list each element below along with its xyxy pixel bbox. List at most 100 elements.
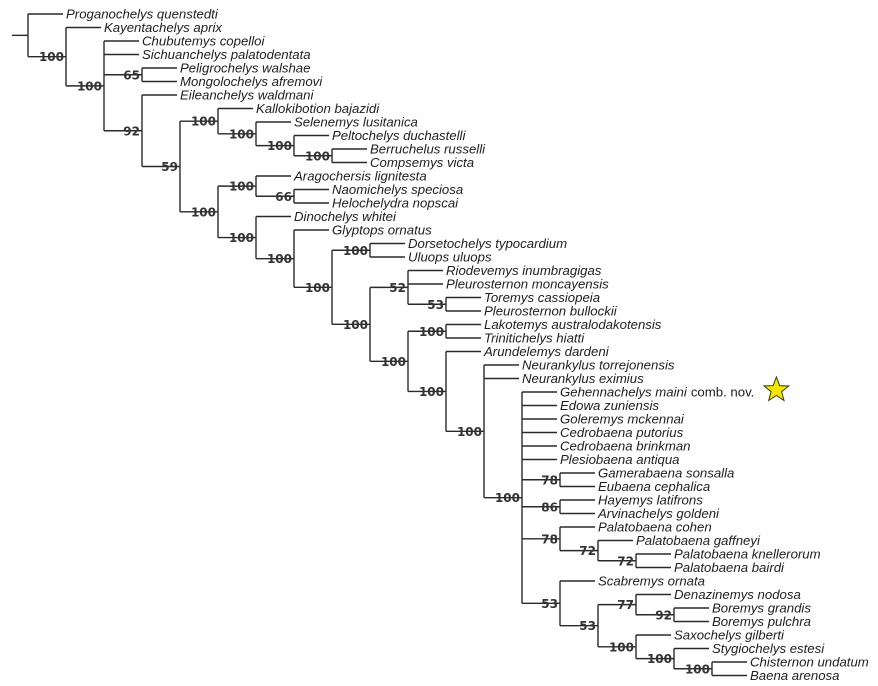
taxon-name: Naomichelys speciosa (332, 182, 463, 197)
support-value: 100 (229, 231, 254, 245)
support-value: 86 (541, 500, 558, 514)
support-value: 100 (229, 180, 254, 194)
taxon-suffix: comb. nov. (691, 385, 755, 400)
taxon-label: Dorsetochelys typocardium (408, 236, 567, 251)
taxon-name: Dinochelys whitei (294, 209, 397, 224)
taxon-label: Kayentachelys aprix (104, 20, 222, 35)
taxon-label: Naomichelys speciosa (332, 182, 463, 197)
taxon-name: Scabremys ornata (598, 574, 705, 589)
taxon-label: Chubutemys copelloi (142, 34, 265, 49)
taxon-label: Neurankylus torrejonensis (522, 358, 675, 373)
support-value: 78 (541, 473, 558, 487)
support-value: 100 (229, 127, 254, 141)
support-value: 92 (655, 608, 672, 622)
taxon-name: Kallokibotion bajazidi (256, 101, 380, 116)
taxon-label: Scabremys ornata (598, 574, 705, 589)
taxon-label: Palatobaena bairdi (674, 560, 785, 575)
taxon-label: Trinitichelys hiatti (484, 331, 585, 346)
support-value: 100 (495, 491, 520, 505)
taxon-label: Aragochersis lignitesta (293, 169, 427, 184)
taxon-name: Uluops uluops (408, 250, 492, 265)
taxon-name: Proganochelys quenstedti (66, 7, 219, 22)
taxon-label: Hayemys latifrons (598, 493, 703, 508)
taxon-name: Saxochelys gilberti (674, 628, 785, 643)
taxon-name: Berruchelus russelli (370, 142, 486, 157)
taxon-name: Neurankylus eximius (522, 371, 644, 386)
taxon-name: Plesiobaena antiqua (560, 452, 680, 467)
support-value: 100 (609, 640, 634, 654)
support-value: 100 (343, 244, 368, 258)
taxon-name: Lakotemys australodakotensis (484, 317, 662, 332)
taxon-name: Goleremys mckennai (560, 412, 685, 427)
support-value: 53 (579, 619, 596, 633)
taxon-label: Berruchelus russelli (370, 142, 486, 157)
taxon-label: Selenemys lusitanica (294, 115, 418, 130)
taxon-label: Plesiobaena antiqua (560, 452, 680, 467)
support-value: 78 (541, 532, 558, 546)
taxon-label: Boremys pulchra (712, 614, 811, 629)
taxon-label: Palatobaena knellerorum (674, 547, 821, 562)
taxon-name: Pleurosternon moncayensis (446, 277, 609, 292)
taxon-label: Denazinemys nodosa (674, 587, 801, 602)
taxon-label: Eubaena cephalica (598, 479, 710, 494)
taxon-name: Gamerabaena sonsalla (598, 466, 734, 481)
taxon-name: Trinitichelys hiatti (484, 331, 585, 346)
taxon-name: Hayemys latifrons (598, 493, 703, 508)
taxon-name: Compsemys victa (370, 155, 474, 170)
support-value: 72 (579, 544, 596, 558)
taxon-name: Mongolochelys afremovi (180, 74, 323, 89)
taxon-name: Helochelydra nopscai (332, 196, 459, 211)
taxon-label: Cedrobaena putorius (560, 425, 684, 440)
taxon-name: Gehennachelys maini (560, 385, 688, 400)
taxon-name: Boremys pulchra (712, 614, 811, 629)
taxon-label: Pleurosternon moncayensis (446, 277, 609, 292)
taxon-label: Stygiochelys estesi (712, 641, 825, 656)
taxon-name: Chubutemys copelloi (142, 34, 265, 49)
support-value: 100 (77, 79, 102, 93)
taxon-label: Neurankylus eximius (522, 371, 644, 386)
taxon-name: Denazinemys nodosa (674, 587, 801, 602)
taxon-label: Peligrochelys walshae (180, 61, 310, 76)
taxon-name: Edowa zuniensis (560, 398, 659, 413)
taxon-name: Cedrobaena brinkman (560, 439, 691, 454)
taxon-name: Selenemys lusitanica (294, 115, 418, 130)
taxon-label: Peltochelys duchastelli (332, 128, 466, 143)
support-value: 92 (123, 124, 140, 138)
taxon-name: Aragochersis lignitesta (293, 169, 427, 184)
support-value: 100 (381, 355, 406, 369)
support-value: 59 (161, 160, 178, 174)
taxon-name: Peltochelys duchastelli (332, 128, 466, 143)
taxon-label: Dinochelys whitei (294, 209, 397, 224)
taxon-name: Chisternon undatum (750, 655, 869, 670)
taxon-label: Chisternon undatum (750, 655, 869, 670)
support-value: 72 (617, 554, 634, 568)
taxon-name: Palatobaena cohen (598, 520, 712, 535)
support-value: 100 (305, 149, 330, 163)
support-value: 52 (389, 281, 406, 295)
taxon-label: Baena arenosa (750, 668, 839, 683)
support-value: 100 (343, 318, 368, 332)
support-value: 100 (419, 385, 444, 399)
taxon-label: Riodevemys inumbragigas (446, 263, 602, 278)
taxon-name: Stygiochelys estesi (712, 641, 825, 656)
star-icon (762, 375, 791, 402)
support-value: 100 (647, 652, 672, 666)
taxon-label: Goleremys mckennai (560, 412, 685, 427)
taxon-label: Boremys grandis (712, 601, 811, 616)
taxon-label: Glyptops ornatus (332, 223, 432, 238)
support-value: 100 (267, 139, 292, 153)
support-value: 66 (275, 190, 292, 204)
taxon-name: Sichuanchelys palatodentata (142, 47, 311, 62)
support-value: 100 (39, 50, 64, 64)
taxon-name: Neurankylus torrejonensis (522, 358, 675, 373)
taxon-name: Palatobaena knellerorum (674, 547, 821, 562)
taxon-name: Baena arenosa (750, 668, 839, 683)
taxon-label: Palatobaena gaffneyi (636, 533, 761, 548)
taxon-label: Helochelydra nopscai (332, 196, 459, 211)
taxon-label: Uluops uluops (408, 250, 492, 265)
support-value: 100 (191, 205, 216, 219)
taxon-label: Sichuanchelys palatodentata (142, 47, 311, 62)
taxon-name: Palatobaena bairdi (674, 560, 785, 575)
